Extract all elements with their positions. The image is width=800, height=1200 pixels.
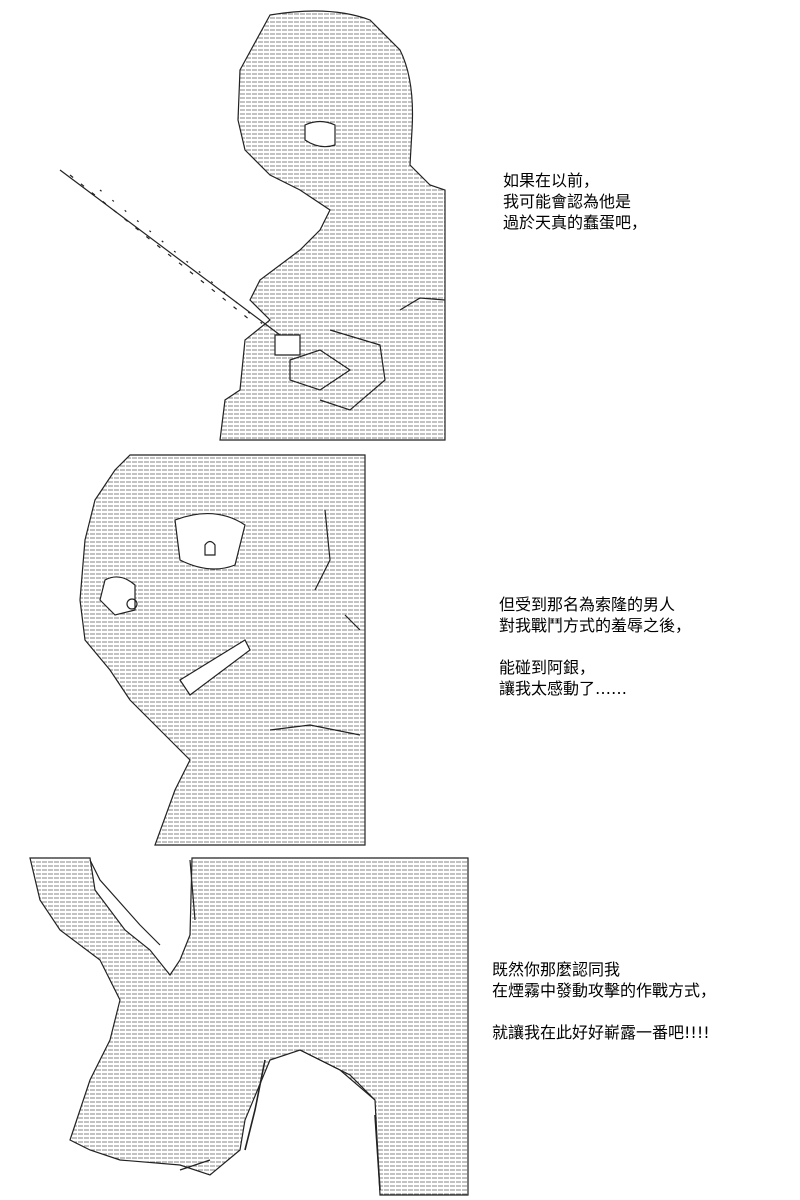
narration-line: 對我戰鬥方式的羞辱之後， bbox=[499, 616, 692, 635]
narration-line: 如果在以前， bbox=[503, 171, 600, 190]
panel-3-narration: 既然你那麼認同我 在煙霧中發動攻擊的作戰方式， 就讓我在此好好嶄露一番吧!!!! bbox=[492, 959, 716, 1043]
narration-line: 在煙霧中發動攻擊的作戰方式， bbox=[492, 981, 717, 1000]
narration-line: 我可能會認為他是 bbox=[503, 192, 632, 211]
panel-2-narration: 但受到那名為索隆的男人 對我戰鬥方式的羞辱之後， 能碰到阿銀， 讓我太感動了…… bbox=[499, 594, 691, 699]
panel-2-figure-art bbox=[79, 454, 366, 846]
narration-line: 過於天真的蠢蛋吧， bbox=[503, 213, 648, 232]
narration-line: 但受到那名為索隆的男人 bbox=[499, 595, 676, 614]
line-spacer bbox=[492, 1001, 716, 1022]
narration-line: 就讓我在此好好嶄露一番吧!!!! bbox=[492, 1023, 710, 1042]
panel-1-narration: 如果在以前， 我可能會認為他是 過於天真的蠢蛋吧， bbox=[503, 170, 647, 233]
narration-line: 既然你那麼認同我 bbox=[492, 960, 621, 979]
narration-line: 讓我太感動了…… bbox=[499, 679, 628, 698]
panel-1-figure-art bbox=[59, 10, 446, 441]
line-spacer bbox=[499, 636, 691, 657]
panel-3-figure-art bbox=[29, 857, 469, 1196]
narration-line: 能碰到阿銀， bbox=[499, 658, 596, 677]
